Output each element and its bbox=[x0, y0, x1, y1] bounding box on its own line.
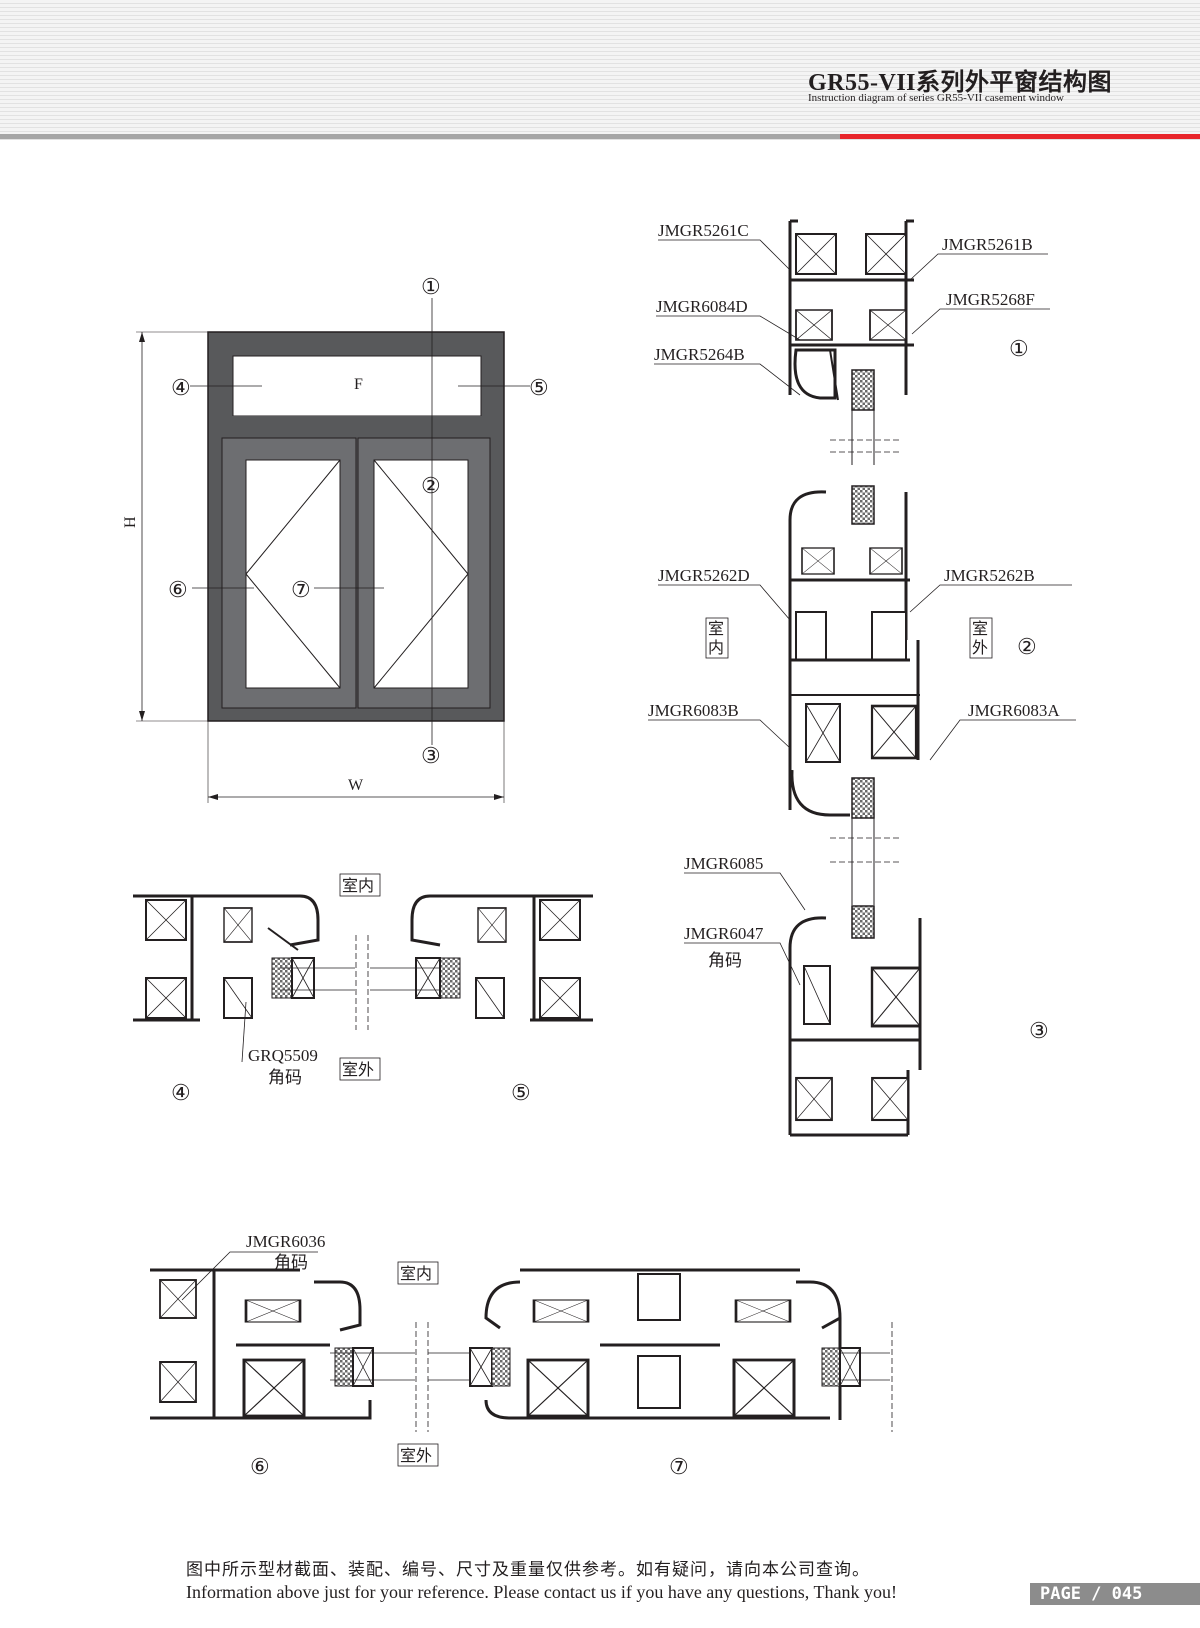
outdoor-label-1: 室 bbox=[972, 619, 988, 638]
indoor-box bbox=[339, 873, 381, 897]
page-subtitle: Instruction diagram of series GR55-VII c… bbox=[808, 92, 1064, 104]
header-rule-red bbox=[840, 134, 1200, 139]
page-header bbox=[0, 0, 1200, 140]
marker-5: ⑤ bbox=[511, 1080, 531, 1105]
marker-2: ② bbox=[1017, 634, 1037, 659]
indoor-label: 室内 bbox=[400, 1264, 432, 1283]
outdoor-box bbox=[397, 1443, 439, 1467]
leader-grq5509 bbox=[241, 1001, 247, 1063]
marker-6: ⑥ bbox=[250, 1454, 270, 1479]
corner-key-label: 角码 bbox=[274, 1253, 308, 1273]
part-label: JMGR5262D bbox=[658, 566, 750, 585]
vertical-section-leaders bbox=[648, 239, 1076, 986]
dim-w-label: W bbox=[348, 777, 364, 794]
marker-3: ③ bbox=[1029, 1018, 1049, 1043]
marker-2: ② bbox=[421, 473, 441, 498]
indoor-box bbox=[705, 617, 729, 659]
part-label: JMGR5261B bbox=[942, 235, 1033, 254]
vertical-section-markers: ① ② ③ bbox=[1009, 336, 1049, 1043]
marker-7: ⑦ bbox=[291, 577, 311, 602]
indoor-label: 室内 bbox=[342, 876, 374, 895]
leader-jmgr6036 bbox=[181, 1251, 318, 1301]
vertical-section bbox=[788, 219, 922, 1137]
marker-7: ⑦ bbox=[669, 1454, 689, 1479]
outdoor-label: 室外 bbox=[342, 1060, 374, 1079]
footer-note-cn: 图中所示型材截面、装配、编号、尺寸及重量仅供参考。如有疑问，请向本公司查询。 bbox=[186, 1560, 870, 1580]
header-rule-gray bbox=[0, 134, 840, 139]
part-label: JMGR5264B bbox=[654, 345, 745, 364]
corner-key-label: 角码 bbox=[708, 951, 742, 971]
indoor-box bbox=[397, 1261, 439, 1285]
indoor-label-1: 室 bbox=[708, 619, 724, 638]
marker-5: ⑤ bbox=[529, 375, 549, 400]
page-title: GR55-VII系列外平窗结构图 bbox=[808, 70, 1113, 96]
part-label: JMGR5262B bbox=[944, 566, 1035, 585]
section-6-7 bbox=[150, 1268, 893, 1432]
vertical-section-labels: JMGR5261C JMGR5261B JMGR6084D JMGR5268F … bbox=[648, 221, 1060, 943]
outdoor-box bbox=[969, 617, 993, 659]
marker-1: ① bbox=[1009, 336, 1029, 361]
marker-3: ③ bbox=[421, 743, 441, 768]
part-label: JMGR6047 bbox=[684, 924, 764, 943]
outdoor-label-2: 外 bbox=[972, 638, 988, 657]
part-label: JMGR6085 bbox=[684, 854, 763, 873]
section-4-5 bbox=[133, 894, 593, 1030]
part-label: JMGR5268F bbox=[946, 290, 1035, 309]
marker-1: ① bbox=[421, 274, 441, 299]
outdoor-box bbox=[339, 1057, 381, 1081]
fixed-light-label: F bbox=[354, 376, 363, 393]
marker-4: ④ bbox=[171, 375, 191, 400]
part-label: JMGR6083B bbox=[648, 701, 739, 720]
page-tab bbox=[1030, 1583, 1200, 1605]
footer-note-en: Information above just for your referenc… bbox=[186, 1582, 897, 1602]
corner-key-label: 角码 bbox=[268, 1068, 302, 1088]
marker-6: ⑥ bbox=[168, 577, 188, 602]
dim-h-label: H bbox=[122, 516, 139, 528]
part-label: JMGR6036 bbox=[246, 1232, 325, 1251]
outdoor-label: 室外 bbox=[400, 1446, 432, 1465]
indoor-label-2: 内 bbox=[708, 638, 724, 657]
page-number: PAGE / 045 bbox=[1040, 1584, 1143, 1604]
marker-4: ④ bbox=[171, 1080, 191, 1105]
part-label: JMGR5261C bbox=[658, 221, 749, 240]
part-label: GRQ5509 bbox=[248, 1046, 318, 1065]
part-label: JMGR6084D bbox=[656, 297, 748, 316]
part-label: JMGR6083A bbox=[968, 701, 1060, 720]
elevation-markers: ① ② ③ ④ ⑤ ⑥ ⑦ bbox=[168, 274, 549, 768]
window-elevation bbox=[136, 298, 530, 803]
